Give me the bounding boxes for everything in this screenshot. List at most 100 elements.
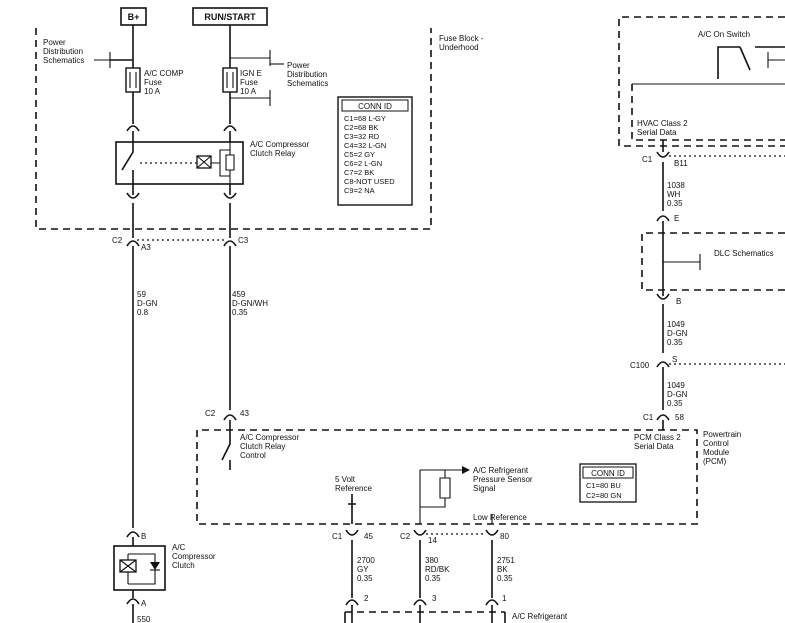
ign-e-fuse	[222, 67, 238, 93]
svg-text:HVAC Class 2: HVAC Class 2	[637, 119, 688, 128]
svg-text:459: 459	[232, 290, 246, 299]
svg-text:1049: 1049	[667, 320, 685, 329]
svg-text:D-GN/WH: D-GN/WH	[232, 299, 268, 308]
svg-text:10 A: 10 A	[240, 87, 257, 96]
runstart-label: RUN/START	[204, 12, 256, 22]
svg-text:2: 2	[364, 594, 369, 603]
svg-text:WH: WH	[667, 190, 681, 199]
svg-text:0.35: 0.35	[667, 399, 683, 408]
svg-text:BK: BK	[497, 565, 508, 574]
relay-label-2: Clutch Relay	[250, 149, 295, 158]
svg-text:A/C Compressor: A/C Compressor	[240, 433, 299, 442]
svg-text:5 Volt: 5 Volt	[335, 475, 356, 484]
svg-text:0.35: 0.35	[667, 199, 683, 208]
svg-text:Serial Data: Serial Data	[637, 128, 677, 137]
svg-text:3: 3	[432, 594, 437, 603]
svg-text:Clutch Relay: Clutch Relay	[240, 442, 285, 451]
svg-text:Module: Module	[703, 448, 730, 457]
svg-text:C1=68 L-GY: C1=68 L-GY	[344, 114, 386, 123]
svg-text:Control: Control	[703, 439, 729, 448]
pds-left-3: Schematics	[43, 56, 84, 65]
svg-text:C8-NOT USED: C8-NOT USED	[344, 177, 395, 186]
svg-text:380: 380	[425, 556, 439, 565]
conn-c2-43-p: 43	[240, 409, 249, 418]
svg-text:Signal: Signal	[473, 484, 495, 493]
svg-text:58: 58	[675, 413, 684, 422]
svg-text:C9=2 NA: C9=2 NA	[344, 186, 375, 195]
svg-text:D-GN: D-GN	[667, 329, 688, 338]
svg-text:E: E	[674, 214, 679, 223]
fuse-block-outline	[35, 28, 432, 230]
pds-right-3: Schematics	[287, 79, 328, 88]
svg-text:C5=2 GY: C5=2 GY	[344, 150, 375, 159]
bplus-label: B+	[128, 12, 140, 22]
svg-text:C2=68 BK: C2=68 BK	[344, 123, 378, 132]
svg-text:D-GN: D-GN	[137, 299, 158, 308]
svg-text:A: A	[141, 599, 147, 608]
svg-text:Low Reference: Low Reference	[473, 513, 527, 522]
svg-text:Powertrain: Powertrain	[703, 430, 741, 439]
conn-id-table	[337, 96, 413, 206]
pds-right-1: Power	[287, 61, 310, 70]
svg-text:IGN E: IGN E	[240, 69, 262, 78]
fuse-block-subtitle: Underhood	[439, 43, 479, 52]
svg-text:Fuse: Fuse	[240, 78, 258, 87]
svg-text:C4=32 L-GN: C4=32 L-GN	[344, 141, 386, 150]
ac-compressor-clutch-relay	[115, 141, 244, 185]
svg-text:C6=2 L-GN: C6=2 L-GN	[344, 159, 382, 168]
pds-right-2: Distribution	[287, 70, 327, 79]
connector-fuse-relay-left	[126, 125, 140, 142]
svg-text:C2=80 GN: C2=80 GN	[586, 491, 622, 500]
conn-c2-43-c: C2	[205, 409, 216, 418]
svg-text:A/C COMP: A/C COMP	[144, 69, 184, 78]
svg-text:0.35: 0.35	[425, 574, 441, 583]
svg-text:10 A: 10 A	[144, 87, 161, 96]
svg-text:A/C Refrigerant: A/C Refrigerant	[473, 466, 529, 475]
conn-c2-a3-p: A3	[141, 243, 151, 252]
svg-text:B: B	[676, 297, 681, 306]
pcm-outline	[196, 429, 698, 525]
svg-text:C1: C1	[643, 413, 654, 422]
pds-left-1: Power	[43, 38, 66, 47]
svg-text:S: S	[672, 355, 677, 364]
svg-text:C7=2 BK: C7=2 BK	[344, 168, 374, 177]
fuse-block-title: Fuse Block -	[439, 34, 484, 43]
svg-text:C2: C2	[400, 532, 411, 541]
conn-c3: C3	[238, 236, 249, 245]
svg-text:A/C Refrigerant: A/C Refrigerant	[512, 612, 568, 621]
dlc-label: DLC Schematics	[714, 249, 774, 258]
svg-text:Control: Control	[240, 451, 266, 460]
svg-text:2700: 2700	[357, 556, 375, 565]
svg-text:Reference: Reference	[335, 484, 372, 493]
svg-text:2751: 2751	[497, 556, 515, 565]
svg-text:59: 59	[137, 290, 146, 299]
svg-text:1038: 1038	[667, 181, 685, 190]
svg-text:0.35: 0.35	[497, 574, 513, 583]
pds-left-2: Distribution	[43, 47, 83, 56]
svg-text:Serial Data: Serial Data	[634, 442, 674, 451]
svg-text:C1: C1	[642, 155, 653, 164]
svg-text:B: B	[141, 532, 146, 541]
svg-text:CONN ID: CONN ID	[591, 469, 625, 478]
svg-text:1: 1	[502, 594, 507, 603]
svg-text:A/C: A/C	[172, 543, 186, 552]
ac-compressor-clutch	[113, 545, 166, 591]
svg-text:RD/BK: RD/BK	[425, 565, 450, 574]
svg-text:Fuse: Fuse	[144, 78, 162, 87]
svg-text:0.35: 0.35	[232, 308, 248, 317]
svg-text:C1: C1	[332, 532, 343, 541]
dlc-outline	[641, 232, 785, 291]
svg-text:0.35: 0.35	[667, 338, 683, 347]
svg-text:D-GN: D-GN	[667, 390, 688, 399]
svg-text:0.35: 0.35	[357, 574, 373, 583]
svg-text:C100: C100	[630, 361, 650, 370]
svg-text:1049: 1049	[667, 381, 685, 390]
svg-text:Pressure Sensor: Pressure Sensor	[473, 475, 533, 484]
svg-text:(PCM): (PCM)	[703, 457, 726, 466]
svg-text:80: 80	[500, 532, 509, 541]
svg-text:0.8: 0.8	[137, 308, 149, 317]
svg-text:PCM Class 2: PCM Class 2	[634, 433, 681, 442]
ac-comp-fuse	[125, 67, 141, 93]
svg-text:550: 550	[137, 615, 151, 623]
